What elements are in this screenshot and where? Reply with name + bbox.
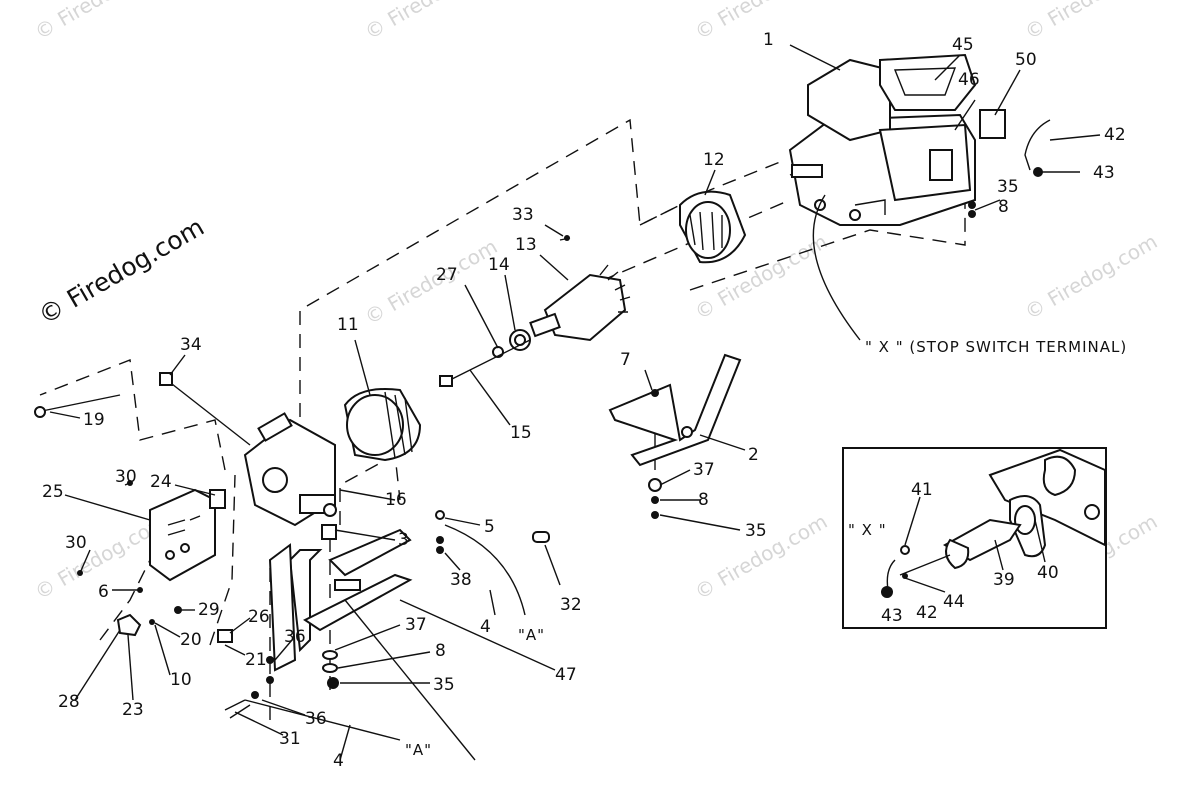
part-label: 35 xyxy=(433,675,455,695)
part-label: 37 xyxy=(405,615,427,635)
part-label: 32 xyxy=(560,595,582,615)
stop-switch-note: " X " (STOP SWITCH TERMINAL) xyxy=(865,338,1127,356)
part-label: 36 xyxy=(284,627,306,647)
part-label: 37 xyxy=(693,460,715,480)
part-label: 15 xyxy=(510,423,532,443)
part-label: 4 xyxy=(480,617,491,637)
part-label: 42 xyxy=(916,603,938,623)
bolt-19 xyxy=(34,394,121,418)
part-label: 28 xyxy=(58,692,80,712)
part-label: 46 xyxy=(958,70,980,90)
part-label: 20 xyxy=(180,630,202,650)
part-label: 16 xyxy=(385,490,407,510)
watermark: © Firedog.com xyxy=(691,0,832,44)
part-label: 29 xyxy=(198,600,220,620)
part-label: 35 xyxy=(997,177,1019,197)
part-label: 2 xyxy=(748,445,759,465)
watermark-main: © Firedog.com xyxy=(34,212,210,330)
part-label: 25 xyxy=(42,482,64,502)
part-label: 23 xyxy=(122,700,144,720)
mount-bracket xyxy=(608,353,742,519)
switch-23 xyxy=(77,480,233,643)
part-label: 41 xyxy=(911,480,933,500)
part-label: 26 xyxy=(248,607,270,627)
part-label: 34 xyxy=(180,335,202,355)
part-label: 12 xyxy=(703,150,725,170)
part-label: 5 xyxy=(484,517,495,537)
part-label: 8 xyxy=(698,490,709,510)
watermark: © Firedog.com xyxy=(1021,0,1162,44)
part-label: 50 xyxy=(1015,50,1037,70)
part-labels: 1 45 50 46 42 43 35 8 12 33 13 27 14 34 … xyxy=(42,30,1126,771)
stop-wire-top xyxy=(968,119,1051,218)
watermark: © Firedog.com xyxy=(361,0,502,44)
through-bolt xyxy=(439,339,531,387)
part-label: 21 xyxy=(245,650,267,670)
connection-a-upper: "A" xyxy=(518,626,545,644)
part-label: 38 xyxy=(450,570,472,590)
part-label: 6 xyxy=(98,582,109,602)
part-label: 44 xyxy=(943,592,965,612)
part-label: 31 xyxy=(279,729,301,749)
part-label: 45 xyxy=(952,35,974,55)
part-label: 7 xyxy=(620,350,631,370)
watermark: © Firedog.com xyxy=(31,0,172,44)
nut-34 xyxy=(159,372,173,386)
part-label: 27 xyxy=(436,265,458,285)
inset-x-label: " X " xyxy=(848,521,887,539)
part-label: 11 xyxy=(337,315,359,335)
inset-detail xyxy=(842,447,1107,629)
watermark: © Firedog.com xyxy=(1021,229,1162,324)
part-label: 14 xyxy=(488,255,510,275)
part-label: 47 xyxy=(555,665,577,685)
plug-32 xyxy=(532,531,550,543)
connection-a-lower: "A" xyxy=(405,741,432,759)
part-label: 36 xyxy=(305,709,327,729)
part-label: 3 xyxy=(398,530,409,550)
stator xyxy=(343,388,422,462)
part-label: 42 xyxy=(1104,125,1126,145)
wire-4-lower xyxy=(244,699,401,741)
stop-terminal-leader xyxy=(812,194,861,341)
part-label: 40 xyxy=(1037,563,1059,583)
part-label: 10 xyxy=(170,670,192,690)
part-label: 35 xyxy=(745,521,767,541)
part-label: 24 xyxy=(150,472,172,492)
part-label: 30 xyxy=(65,533,87,553)
leader-lines xyxy=(49,44,1101,761)
control-panel xyxy=(149,488,226,582)
part-label: 13 xyxy=(515,235,537,255)
part-label: 8 xyxy=(435,641,446,661)
part-label: 4 xyxy=(333,751,344,771)
rear-housing xyxy=(243,412,336,527)
frame xyxy=(268,503,413,672)
part-label: 8 xyxy=(998,197,1009,217)
part-label: 30 xyxy=(115,467,137,487)
part-label: 43 xyxy=(881,606,903,626)
part-label: 43 xyxy=(1093,163,1115,183)
rotor xyxy=(492,235,631,358)
engine xyxy=(788,53,1006,226)
part-label: 1 xyxy=(763,30,774,50)
part-label: 19 xyxy=(83,410,105,430)
part-label: 33 xyxy=(512,205,534,225)
wire-4-upper xyxy=(444,524,526,616)
fan-ring xyxy=(679,190,747,264)
part-label: 39 xyxy=(993,570,1015,590)
